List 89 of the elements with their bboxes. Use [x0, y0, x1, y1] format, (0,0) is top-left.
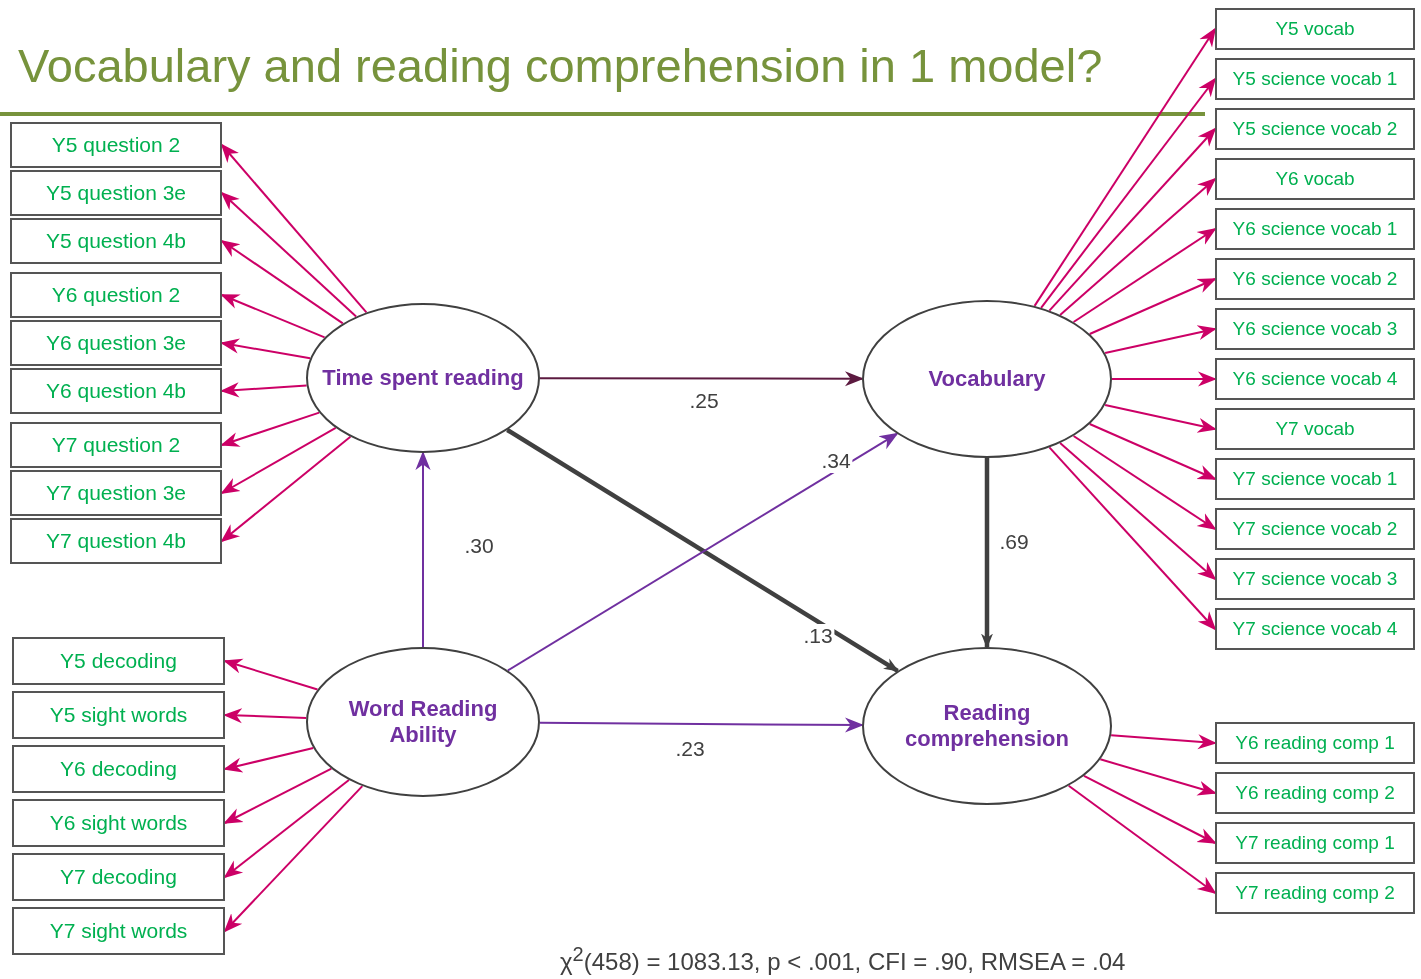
indicator-box — [12, 799, 225, 847]
indicator-box — [1215, 108, 1415, 150]
loading-arrow — [1067, 784, 1217, 895]
indicator-box — [10, 170, 222, 216]
path-arrow — [981, 458, 993, 649]
loading-arrow — [1083, 774, 1217, 844]
indicator-label: Y7 reading comp 1 — [1235, 832, 1395, 854]
indicator-box — [12, 691, 225, 739]
loading-arrow — [1040, 77, 1217, 309]
latent-label: Word Reading Ability — [347, 696, 499, 748]
latent-label: Time spent reading — [322, 365, 524, 391]
title: Vocabulary and reading comprehension in 1 model? — [18, 38, 1103, 93]
path-arrow — [539, 371, 864, 387]
indicator-label: Y7 science vocab 2 — [1232, 518, 1398, 540]
indicator-label: Y7 science vocab 4 — [1232, 618, 1398, 640]
indicator-box — [1215, 772, 1415, 814]
loading-arrow — [1088, 278, 1217, 335]
indicator-label: Y7 question 3e — [45, 481, 187, 505]
indicator-box — [1215, 408, 1415, 450]
indicator-box — [1215, 608, 1415, 650]
indicator-label: Y6 reading comp 2 — [1235, 782, 1395, 804]
loading-arrow — [1048, 127, 1217, 312]
indicator-box — [1215, 58, 1415, 100]
indicator-label: Y6 vocab — [1275, 168, 1355, 190]
indicator-box — [10, 122, 222, 168]
indicator-box — [10, 518, 222, 564]
indicator-label: Y5 question 4b — [45, 229, 187, 253]
loading-arrow — [1110, 734, 1217, 750]
indicator-label: Y7 sight words — [49, 919, 188, 943]
indicator-label: Y7 decoding — [60, 865, 177, 889]
indicator-box — [10, 470, 222, 516]
indicator-label: Y6 question 3e — [45, 331, 187, 355]
loading-arrow — [1033, 27, 1217, 307]
indicator-box — [12, 907, 225, 955]
indicator-box — [12, 637, 225, 685]
indicator-label: Y6 science vocab 1 — [1232, 218, 1398, 240]
indicator-box — [1215, 258, 1415, 300]
path-arrow — [415, 451, 431, 648]
indicator-box — [10, 320, 222, 366]
indicator-box — [1215, 158, 1415, 200]
indicator-label: Y7 question 2 — [51, 433, 181, 457]
indicator-label: Y6 sight words — [49, 811, 188, 835]
indicator-label: Y6 question 4b — [45, 379, 187, 403]
path-arrow — [539, 717, 864, 733]
indicator-box — [1215, 822, 1415, 864]
latent-label: Vocabulary — [928, 366, 1046, 392]
indicator-label: Y6 science vocab 4 — [1232, 368, 1398, 390]
indicator-label: Y5 vocab — [1275, 18, 1355, 40]
indicator-label: Y7 science vocab 1 — [1232, 468, 1398, 490]
indicator-box — [1215, 208, 1415, 250]
indicator-label: Y6 science vocab 3 — [1232, 318, 1398, 340]
indicator-label: Y5 sight words — [49, 703, 188, 727]
indicator-box — [1215, 558, 1415, 600]
indicator-label: Y5 decoding — [60, 649, 177, 673]
indicator-label: Y6 reading comp 1 — [1235, 732, 1395, 754]
indicator-box — [10, 422, 222, 468]
indicator-box — [1215, 722, 1415, 764]
loading-arrow — [1099, 758, 1217, 796]
loading-arrow — [1059, 177, 1217, 316]
indicator-box — [12, 853, 225, 901]
indicator-box — [1215, 872, 1415, 914]
indicator-label: Y6 science vocab 2 — [1232, 268, 1398, 290]
indicator-label: Y5 science vocab 1 — [1232, 68, 1398, 90]
indicator-label: Y7 question 4b — [45, 529, 187, 553]
indicator-box — [1215, 308, 1415, 350]
indicator-label: Y5 question 2 — [51, 133, 181, 157]
indicator-box — [1215, 458, 1415, 500]
indicator-box — [1215, 358, 1415, 400]
loading-arrow — [1072, 435, 1217, 531]
loading-arrow — [1048, 446, 1217, 631]
indicator-box — [10, 368, 222, 414]
indicator-label: Y7 reading comp 2 — [1235, 882, 1395, 904]
indicator-box — [12, 745, 225, 793]
loading-arrow — [1059, 442, 1217, 581]
latent-label: Reading comprehension — [904, 700, 1070, 752]
loading-arrow — [1072, 227, 1217, 323]
indicator-box — [10, 218, 222, 264]
indicator-box — [1215, 8, 1415, 50]
loading-arrow — [1088, 423, 1217, 480]
fit-statistics: χ$^{2}$(458) = 1083.13, p < .001, CFI = .90, RMSEA = .04 — [560, 943, 1126, 976]
indicator-box — [1215, 508, 1415, 550]
indicator-label: Y7 vocab — [1275, 418, 1355, 440]
indicator-label: Y5 question 3e — [45, 181, 187, 205]
indicator-label: Y7 science vocab 3 — [1232, 568, 1398, 590]
indicator-label: Y6 question 2 — [51, 283, 181, 307]
indicator-label: Y6 decoding — [60, 757, 177, 781]
loading-arrow — [1111, 371, 1217, 387]
indicator-box — [10, 272, 222, 318]
indicator-label: Y5 science vocab 2 — [1232, 118, 1398, 140]
